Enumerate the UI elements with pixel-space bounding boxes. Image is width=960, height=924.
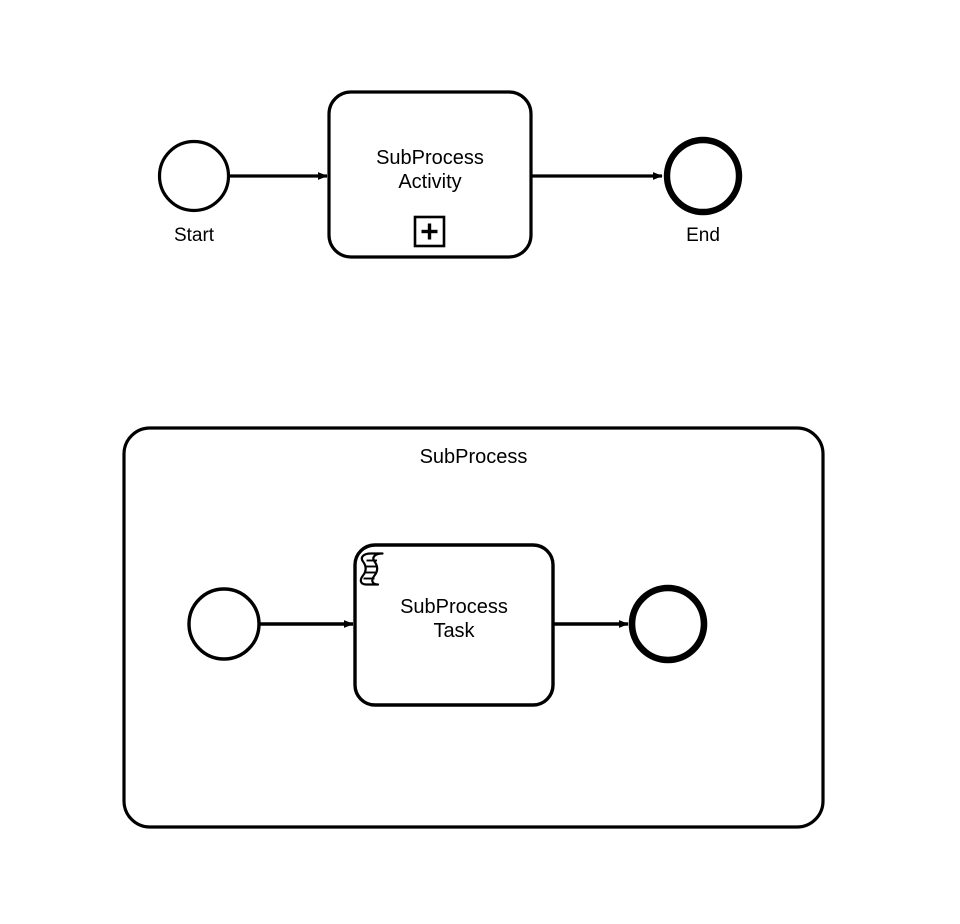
script-task-icon bbox=[359, 552, 384, 586]
collapsed-subprocess-plus-icon bbox=[413, 215, 446, 248]
expanded-subprocess-task[interactable] bbox=[353, 543, 555, 707]
collapsed-start-event[interactable] bbox=[157, 139, 231, 213]
expanded-start-event[interactable] bbox=[187, 587, 261, 661]
expanded-end-event[interactable] bbox=[628, 584, 708, 664]
collapsed-end-event[interactable] bbox=[663, 136, 743, 216]
